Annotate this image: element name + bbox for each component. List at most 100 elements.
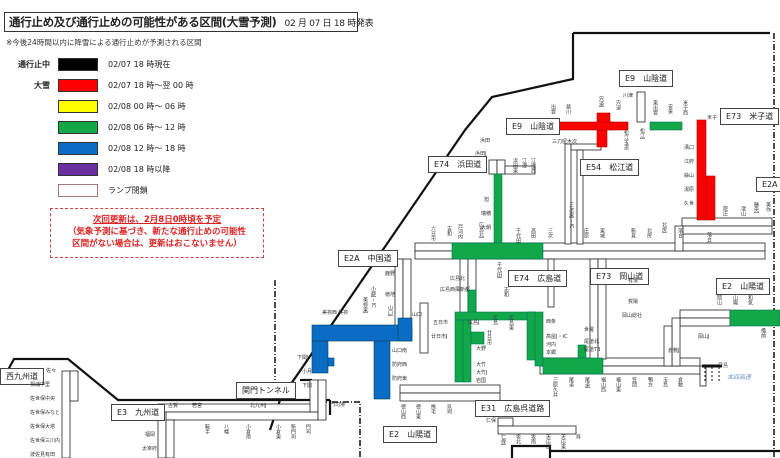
station-label: 備前 xyxy=(760,328,766,338)
station-label: 六日市 xyxy=(430,226,436,241)
station-label: 斐川 xyxy=(565,104,571,114)
station-label: 大野 xyxy=(476,346,487,352)
station-label: 大竹 xyxy=(476,362,487,368)
station-label: 美祢西 xyxy=(322,310,338,316)
road-label-nishikyushu: 西九州道 xyxy=(0,368,44,385)
station-label: 呉 xyxy=(575,434,581,439)
station-label: 佐々 xyxy=(46,368,57,374)
notice-line: 区間がない場合は、更新はおこないません） xyxy=(72,239,242,249)
road-label-e74-hiroshima: E74 広島道 xyxy=(508,270,568,287)
station-label: 広島J xyxy=(468,320,480,326)
legend-label: 02/07 18 時現在 xyxy=(108,59,171,69)
road-label-e73-yonago: E73 米子道 xyxy=(720,108,780,125)
station-label: 小倉南 xyxy=(245,424,251,439)
station-label: 和気 xyxy=(747,295,753,305)
station-label: 世羅 xyxy=(584,327,595,333)
station-label: 若宮 xyxy=(192,403,203,409)
station-label: 坂北 xyxy=(515,434,521,444)
station-label: 福山東 xyxy=(615,377,621,392)
legend-item-blue: 02/08 12 時～ 18 時 xyxy=(0,141,186,155)
station-label: 岩国 xyxy=(476,378,487,384)
station-label: 江津 xyxy=(521,158,527,168)
legend-label: 02/08 18 時以降 xyxy=(108,164,171,174)
road-label-e2a-chugoku: E2A 中国道 xyxy=(338,250,398,267)
station-label: 出雲 xyxy=(550,104,556,114)
station-label: 宍道 xyxy=(615,100,621,110)
station-label: 美祢東J xyxy=(362,297,368,314)
road-label-e2-sanyo-right: E2 山陽道 xyxy=(716,278,771,295)
station-label: 大竹J xyxy=(476,370,488,376)
station-label: 福岡 xyxy=(145,432,156,438)
station-label: 防府西 xyxy=(392,362,408,368)
station-label: 美祢 xyxy=(338,310,349,316)
station-label: 宍道J xyxy=(598,96,604,108)
station-label: 賀陽 xyxy=(628,299,639,305)
station-label: 東城 xyxy=(599,228,605,238)
station-label: 波佐見有田 xyxy=(30,452,56,458)
station-label: 庄原 xyxy=(583,228,589,238)
road-label-e31: E31 広島呉道路 xyxy=(475,400,551,417)
station-label: 小月 xyxy=(302,369,313,375)
station-label: 落合 xyxy=(677,228,683,238)
station-label: 徳山西 xyxy=(400,404,406,419)
station-label: 浜田 xyxy=(480,138,491,144)
legend-item-closed: 通行止中 02/07 18 時現在 xyxy=(0,57,170,71)
legend-label: 02/08 12 時～ 18 時 xyxy=(108,143,186,153)
station-label: 佐世保みなと xyxy=(30,410,61,416)
station-label: 川津 xyxy=(623,93,634,99)
station-label: 熊毛 xyxy=(430,404,436,414)
station-label: 倉敷J xyxy=(668,348,680,354)
station-label: 三次 xyxy=(547,228,553,238)
station-label: 福山西 xyxy=(600,377,606,392)
subtitle: ※今後24時間以内に降雪による通行止めが予測される区間 xyxy=(6,38,202,47)
station-label: 湯原 xyxy=(684,187,695,193)
legend-label: 02/07 18 時～翌 00 時 xyxy=(108,80,194,90)
station-label: 廿日市J xyxy=(431,334,448,340)
station-label: 徳地 xyxy=(385,292,396,298)
station-label: 松江玉造 xyxy=(623,130,629,150)
station-label: 旭 xyxy=(484,197,490,203)
legend-item-green: 02/08 06 時～ 12 時 xyxy=(0,120,186,134)
station-label: 下関 xyxy=(302,383,313,389)
station-label: 尾道TB xyxy=(584,347,601,353)
station-label: 河内 xyxy=(546,342,557,348)
station-label: 岡山J xyxy=(698,334,710,340)
legend-label: ランプ閉鎖 xyxy=(108,185,148,195)
boundary-lines xyxy=(274,33,775,458)
station-label: 新門司 xyxy=(290,424,296,439)
station-label: 岡山総社 xyxy=(622,313,643,319)
station-label: 山口 xyxy=(412,312,423,318)
update-notice: 次回更新は、2月8日0時頃を予定 （気象予測に基づき、新たな通行止めの可能性 区… xyxy=(50,208,264,258)
station-label: 院庄 xyxy=(722,206,728,216)
station-label: 広島西風新都 xyxy=(440,287,471,293)
station-label: 鞍手 xyxy=(204,424,210,434)
station-label: 三原久井 xyxy=(552,377,558,397)
station-label: 相浦中里 xyxy=(30,382,51,388)
station-label: 広島東 xyxy=(508,315,514,330)
station-label: 早島 xyxy=(718,363,729,369)
station-label: 山口J xyxy=(387,305,393,317)
legend-swatch-purple xyxy=(58,162,98,176)
station-label: 大朝 xyxy=(481,225,492,231)
legend-swatch-yellow xyxy=(58,99,98,113)
station-label: 東出雲 xyxy=(652,100,658,115)
legend-item-purple: 02/08 18 時以降 xyxy=(0,162,170,176)
station-label: 天応東 xyxy=(560,434,566,449)
station-label: 山口南 xyxy=(392,348,408,354)
honshi-label: 本四高速 xyxy=(727,374,752,381)
legend-category: 通行止中 xyxy=(18,59,50,69)
segment-blue xyxy=(311,317,413,400)
station-label: 戸河内 xyxy=(457,224,463,239)
station-label: 高田 xyxy=(530,228,536,238)
legend-label: 02/08 06 時～ 12 時 xyxy=(108,122,186,132)
segment-red xyxy=(552,112,716,221)
legend-category: 大雪 xyxy=(34,80,50,90)
legend-item-red: 大雪 02/07 18 時～翌 00 時 xyxy=(0,78,194,92)
station-label: 千代田J xyxy=(496,262,502,279)
station-label: 江府 xyxy=(684,159,695,165)
station-label: 本郷 xyxy=(546,350,557,356)
station-label: 玖珂 xyxy=(446,404,452,414)
issued-time: 02 月 07 日 18 時発表 xyxy=(284,18,374,29)
station-label: 安来 xyxy=(667,104,673,114)
